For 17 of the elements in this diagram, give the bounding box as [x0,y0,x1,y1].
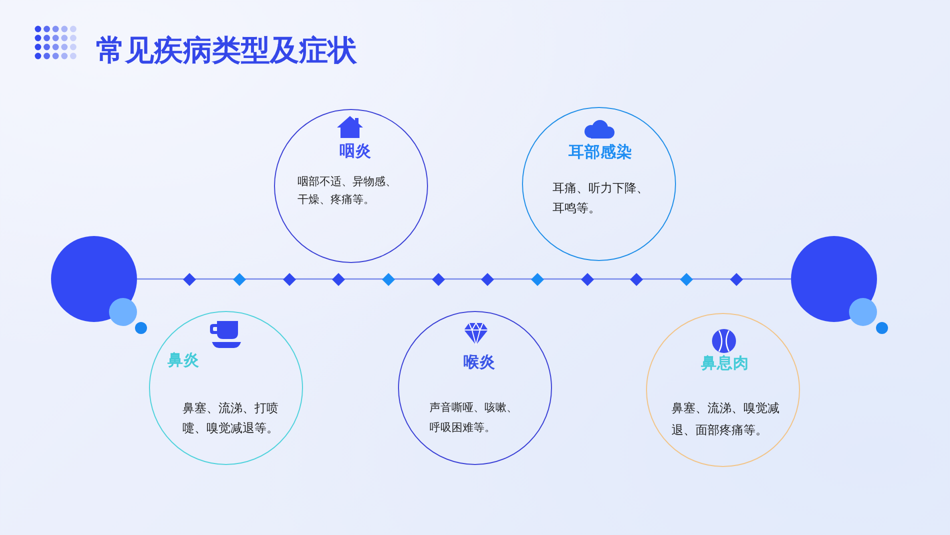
symptom-text: 鼻塞、流涕、打喷嚏、嗅觉减退等。 [182,400,280,436]
topic-heading: 喉炎 [464,354,496,372]
topic-heading: 鼻息肉 [701,354,749,372]
topic-circle [522,107,676,261]
topic-circle [398,311,552,465]
symptom-text: 鼻塞、流涕、嗅觉减退、面部疼痛等。 [672,400,780,438]
topic-circle [149,311,303,465]
topic-heading: 鼻炎 [168,352,200,370]
topic-circle [274,109,428,263]
topic-heading: 耳部感染 [568,144,632,162]
page-title: 常见疾病类型及症状 [96,32,357,68]
topic-circle [646,313,800,467]
symptom-text: 咽部不适、异物感、干燥、疼痛等。 [298,174,398,208]
symptom-text: 声音嘶哑、咳嗽、呼吸困难等。 [430,400,518,436]
timeline-line [137,278,791,280]
symptom-text: 耳痛、听力下降、耳鸣等。 [552,180,650,216]
topic-heading: 咽炎 [340,142,372,160]
